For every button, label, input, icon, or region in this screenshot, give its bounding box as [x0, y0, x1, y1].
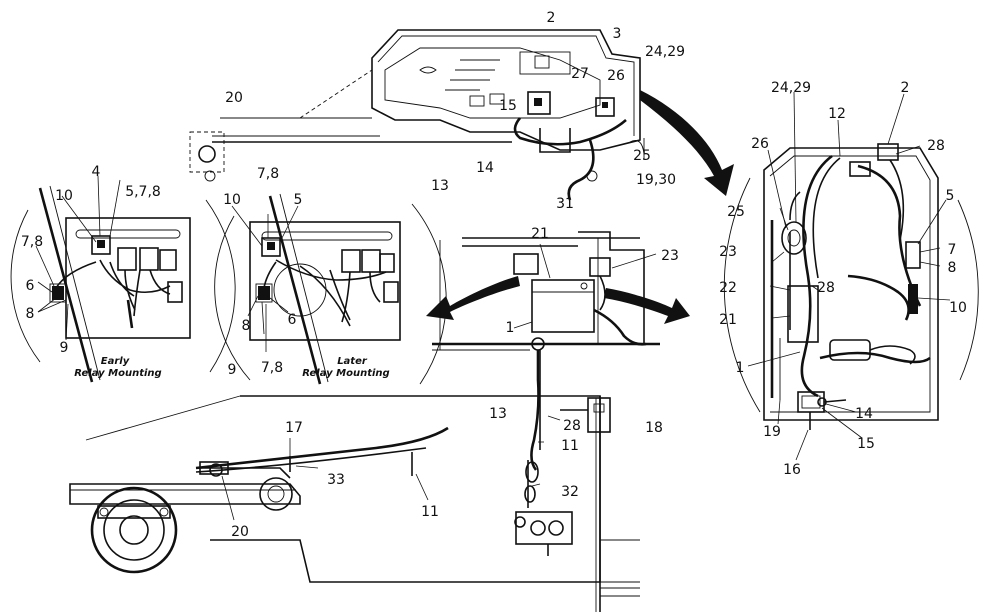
callout-6-early: 6	[26, 278, 35, 294]
callout-1-center: 1	[506, 320, 515, 336]
trailer-frame-assembly	[69, 350, 640, 612]
callout-25-right: 25	[727, 204, 745, 220]
callout-7-8-later-top: 7,8	[257, 166, 279, 182]
callout-11-bottom: 11	[421, 504, 439, 520]
callout-2-right: 2	[901, 80, 910, 96]
caption-later-line1: Later	[337, 356, 368, 367]
callout-17: 17	[285, 420, 303, 436]
callout-26-right: 26	[751, 136, 769, 152]
callout-11-mid: 11	[561, 438, 579, 454]
callout-20-bottom: 20	[231, 524, 249, 540]
callout-14-right: 14	[855, 406, 873, 422]
later-relay-mounting-detail	[214, 193, 447, 385]
callout-16: 16	[783, 462, 801, 478]
callout-9-early: 9	[60, 340, 69, 356]
callout-15-top: 15	[499, 98, 517, 114]
callout-10-later: 10	[223, 192, 241, 208]
callout-27: 27	[571, 66, 589, 82]
callout-7-8-early: 7,8	[21, 234, 43, 250]
callout-1-right: 1	[736, 360, 745, 376]
early-relay-mounting-detail	[10, 175, 236, 383]
callout-20-top: 20	[225, 90, 243, 106]
callout-5-7-8: 5,7,8	[125, 184, 161, 200]
callout-19-30: 19,30	[636, 172, 676, 188]
callout-labels: 2 3 24,29 27 26 15 14 25 13 19,30 31 20 …	[21, 10, 967, 540]
callout-28-right: 28	[817, 280, 835, 296]
callout-7-right: 7	[948, 242, 957, 258]
callout-10-early: 10	[55, 188, 73, 204]
callout-32: 32	[561, 484, 579, 500]
callout-23-right: 23	[719, 244, 737, 260]
callout-24-29-top: 24,29	[645, 44, 685, 60]
cab-console-assembly	[189, 29, 645, 201]
callout-15-right: 15	[857, 436, 875, 452]
callout-10-right: 10	[949, 300, 967, 316]
caption-later-line2: Relay Mounting	[302, 368, 389, 379]
callout-9-later: 9	[228, 362, 237, 378]
callout-14-top: 14	[476, 160, 494, 176]
callout-8-later: 8	[242, 318, 251, 334]
callout-33: 33	[327, 472, 345, 488]
detail-captions: Early Relay Mounting Later Relay Mountin…	[74, 356, 389, 379]
callout-13-mid: 13	[489, 406, 507, 422]
callout-3: 3	[613, 26, 622, 42]
detail-arrow-left	[426, 276, 520, 320]
callout-12: 12	[828, 106, 846, 122]
caption-early-line2: Relay Mounting	[74, 368, 161, 379]
callout-24-29-right: 24,29	[771, 80, 811, 96]
callout-2-top: 2	[547, 10, 556, 26]
callout-26-top: 26	[607, 68, 625, 84]
callout-4: 4	[92, 164, 101, 180]
callout-13-top: 13	[431, 178, 449, 194]
callout-25-top: 25	[633, 148, 651, 164]
callout-18: 18	[645, 420, 663, 436]
callout-8-early: 8	[26, 306, 35, 322]
callout-23-center: 23	[661, 248, 679, 264]
callout-8-right: 8	[948, 260, 957, 276]
center-relay-box-assembly	[432, 231, 660, 351]
callout-5-right: 5	[946, 188, 955, 204]
callout-28-right-top: 28	[927, 138, 945, 154]
callout-21-right: 21	[719, 312, 737, 328]
caption-early-line1: Early	[101, 356, 130, 367]
callout-19-right: 19	[763, 424, 781, 440]
detail-arrow-right-mid	[604, 288, 690, 324]
callout-28-mid: 28	[563, 418, 581, 434]
callout-22: 22	[719, 280, 737, 296]
right-side-harness-detail	[723, 91, 979, 461]
callout-6-later: 6	[288, 312, 297, 328]
detail-arrow-right-top	[640, 90, 734, 196]
callout-7-8-later-bottom: 7,8	[261, 360, 283, 376]
callout-31: 31	[556, 196, 574, 212]
callout-5-later: 5	[294, 192, 303, 208]
callout-21-center: 21	[531, 226, 549, 242]
